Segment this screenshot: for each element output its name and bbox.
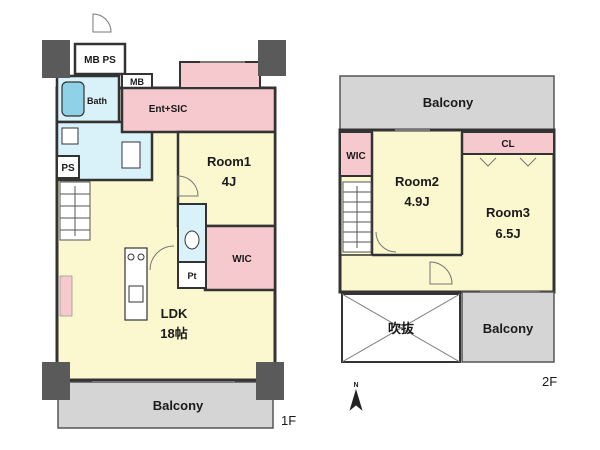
room3-size: 6.5J: [495, 226, 520, 241]
pillar: [42, 362, 70, 400]
balcony-1f-label: Balcony: [153, 398, 204, 413]
door-arc: [177, 175, 199, 197]
stairs-2f: [342, 181, 372, 253]
room1-size: 4J: [222, 174, 236, 189]
mb-ps-label: MB PS: [84, 55, 116, 66]
sink-icon: [61, 127, 79, 145]
entrance-closet: [179, 61, 261, 89]
storage-strip: [59, 275, 73, 317]
toilet-icon: [184, 230, 200, 250]
balcony-2f-right: [461, 291, 555, 363]
stove-icon: [137, 253, 145, 261]
bathtub-icon: [61, 81, 85, 117]
floor-2: Balcony WIC CL Room2 4.9J Room3 6.5J 吹抜 …: [338, 75, 557, 389]
pt-box: [177, 261, 207, 289]
cl-label: CL: [501, 139, 514, 150]
compass-icon: N: [349, 382, 363, 411]
room3-name: Room3: [486, 205, 530, 220]
balcony-2f-right-label: Balcony: [483, 321, 534, 336]
ps-box: [56, 155, 80, 179]
mb-label: MB: [130, 77, 144, 87]
pt-label: Pt: [188, 271, 197, 281]
floor-2-body: [338, 128, 556, 294]
mb-ps-box: [73, 42, 127, 76]
entrance-area: [120, 86, 277, 134]
door-arc: [519, 157, 537, 167]
ldk-size: 18帖: [160, 326, 187, 341]
pillar: [258, 40, 286, 76]
pillar: [42, 40, 70, 78]
wic-label: WIC: [232, 254, 251, 265]
north-label: N: [353, 382, 358, 389]
entrance-label: Ent+SIC: [149, 104, 188, 115]
room2-name: Room2: [395, 174, 439, 189]
kitchen-sink-icon: [128, 285, 144, 303]
floor-1f-label: 1F: [281, 413, 296, 428]
room2-size: 4.9J: [404, 194, 429, 209]
wic-1f: [203, 224, 277, 292]
pillar: [256, 362, 284, 400]
floor-2f-label: 2F: [542, 374, 557, 389]
ldk-name: LDK: [161, 306, 188, 321]
balcony-2f-top-label: Balcony: [423, 95, 474, 110]
wic-2f: [339, 131, 373, 177]
bath-label: Bath: [87, 96, 107, 106]
door-arc: [375, 231, 397, 253]
washer-icon: [121, 141, 141, 169]
void-label: 吹抜: [388, 321, 415, 336]
ps-label: PS: [61, 163, 75, 174]
stairs-1f: [59, 181, 91, 241]
door-arc: [429, 261, 453, 285]
door-arc: [92, 13, 112, 33]
balcony-1f: [57, 381, 274, 429]
door-arc: [149, 245, 175, 271]
stove-icon: [127, 253, 135, 261]
wic-2f-label: WIC: [346, 151, 365, 162]
door-arc: [479, 157, 497, 167]
room1-name: Room1: [207, 154, 251, 169]
floor-1: MB PS MB Bath Ent+SIC PS Room1 4J WIC Pt…: [42, 13, 296, 429]
